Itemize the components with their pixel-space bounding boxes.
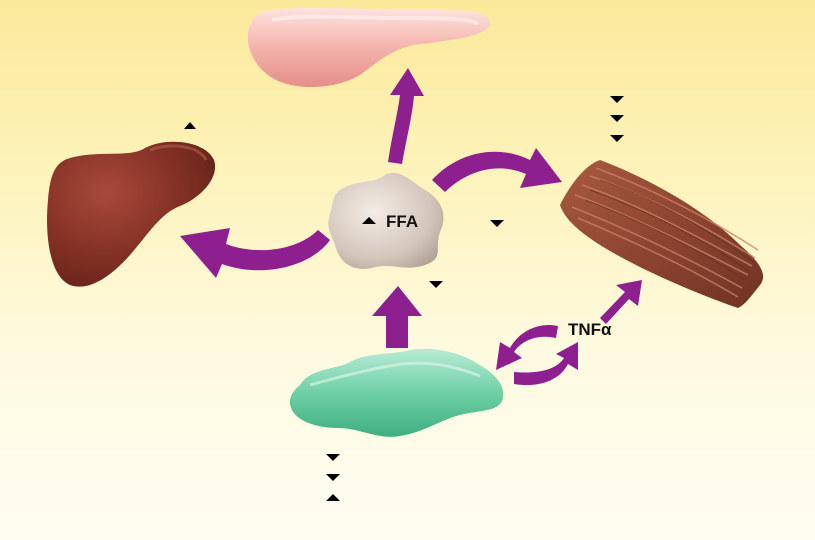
adipose-up-arrow-icon (326, 494, 340, 501)
arrow-ffa-to-liver (180, 228, 330, 278)
adipocyte-illustration (328, 172, 444, 269)
tnf-alpha-label: TNFα (568, 320, 612, 339)
arrow-ffa-to-pancreas (388, 68, 424, 164)
pancreas-illustration (247, 7, 491, 88)
adipose-down-arrow-icon-2 (326, 474, 340, 481)
indicator-arrows (184, 96, 624, 501)
liver-up-arrow-icon (184, 122, 196, 129)
arrow-tnf-loop-lower (514, 342, 578, 386)
ffa-up-arrow-icon (362, 217, 376, 224)
adipose-down-arrow-icon-1 (326, 454, 340, 461)
ffa-below-down-arrow-icon (429, 281, 443, 288)
flow-arrows (180, 68, 642, 386)
muscle-down-arrow-icon-3 (610, 135, 624, 142)
muscle-illustration (560, 160, 764, 308)
ffa-right-down-arrow-icon (490, 220, 504, 227)
arrow-ffa-to-muscle (432, 148, 562, 192)
liver-illustration (47, 141, 216, 287)
adipose-tissue-illustration (289, 348, 504, 437)
arrow-tnf-to-muscle (600, 280, 642, 324)
arrow-tnf-loop-upper (496, 324, 558, 370)
arrow-adipose-to-ffa (372, 286, 422, 348)
ffa-label: FFA (386, 212, 419, 231)
muscle-down-arrow-icon-1 (610, 96, 624, 103)
muscle-down-arrow-icon-2 (610, 115, 624, 122)
